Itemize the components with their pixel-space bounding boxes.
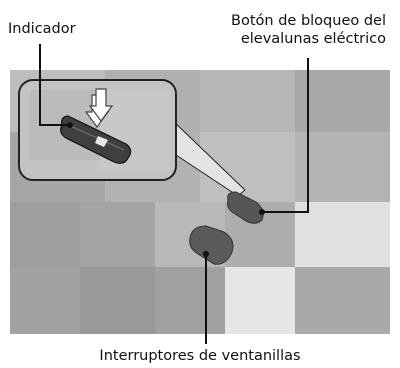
lock-button-leader-dot (259, 209, 265, 215)
lock-button-label-line2: elevalunas eléctrico (240, 31, 386, 47)
indicator-leader-line (39, 44, 70, 126)
window-switches-label: Interruptores de ventanillas (99, 348, 301, 364)
press-down-arrow (84, 88, 114, 129)
lock-button-label-line1: Botón de bloqueo del (231, 13, 386, 29)
lock-button-leader-line (262, 58, 309, 213)
window-switches-leader-dot (203, 251, 209, 257)
lock-button[interactable] (227, 191, 264, 224)
indicator-label: Indicador (8, 21, 76, 37)
window-lock-icon (95, 136, 108, 147)
lock-button-enlarged (60, 115, 132, 164)
lock-button-label: Botón de bloqueo del elevalunas eléctric… (231, 12, 386, 48)
window-switches[interactable] (189, 225, 234, 265)
indicator-leader-dot (67, 122, 73, 128)
